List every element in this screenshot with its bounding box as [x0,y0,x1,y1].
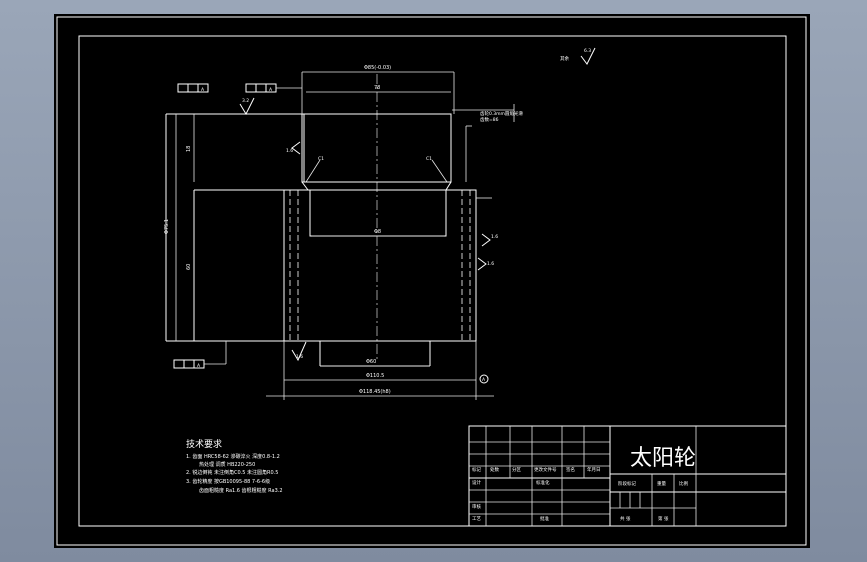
svg-text:1.6: 1.6 [487,261,494,267]
drawing-frame [78,35,787,527]
note-3b: 齿面粗糙度 Ra1.6 齿根粗糙度 Ra3.2 [199,487,283,494]
part-title: 太阳轮 [630,446,696,471]
svg-text:齿数=86: 齿数=86 [480,116,499,123]
svg-text:审核: 审核 [472,503,481,510]
chamfer-right: C1 [426,156,432,162]
sheet-outer-border [56,16,807,546]
note-2: 2. 锐边倒钝 未注倒角C0.5 未注圆角R0.5 [186,469,278,476]
remaining-label: 其余 [560,55,569,62]
svg-text:批准: 批准 [540,515,549,522]
dim-bottom-inner: Φ60 [366,359,376,365]
svg-text:A: A [201,87,205,93]
notes-heading: 技术要求 [186,438,222,450]
part-geometry [165,74,477,367]
svg-text:工艺: 工艺 [472,516,481,522]
note-1b: 热处理 调质 HB220-250 [199,461,255,468]
note-3: 3. 齿轮精度 按GB10095-88 7-6-6级 [186,478,270,485]
svg-text:A: A [197,363,201,369]
svg-text:1.6: 1.6 [491,234,498,240]
svg-text:A: A [482,377,486,383]
svg-text:分区: 分区 [512,466,521,473]
svg-text:1.6: 1.6 [286,148,293,154]
svg-text:更改文件号: 更改文件号 [534,466,557,473]
svg-text:比例: 比例 [679,480,688,487]
svg-text:年月日: 年月日 [587,466,601,473]
svg-text:齿轮0.3mm圆角光滑: 齿轮0.3mm圆角光滑 [480,110,523,117]
title-block: 标记 处数 分区 更改文件号 签名 年月日 设计 标准化 审核 工艺 批准 阶段… [468,425,787,527]
dim-bottom-outer: Φ118.45(h8) [359,389,391,395]
technical-notes: 技术要求 1. 齿面 HRC58-62 渗碳淬火 深度0.8-1.2 热处理 调… [186,438,283,494]
svg-text:处数: 处数 [490,466,499,473]
svg-text:A: A [269,87,273,93]
svg-text:标准化: 标准化 [536,479,550,486]
dim-top-width: Φ85(-0.03) [364,65,391,71]
svg-text:共 张: 共 张 [620,515,631,522]
svg-text:6.3: 6.3 [584,48,591,54]
svg-text:设计: 设计 [472,479,481,486]
svg-text:第 张: 第 张 [658,515,669,522]
svg-text:重量: 重量 [657,480,666,487]
hub-top-block [301,113,452,183]
svg-text:阶段标记: 阶段标记 [618,480,636,487]
gear-body [283,189,477,342]
dim-height-top: 18 [186,146,192,152]
dim-bottom-mid: Φ110.5 [366,373,384,379]
dim-inner-width: 78 [374,85,380,91]
chamfer-left: C1 [318,156,324,162]
note-1: 1. 齿面 HRC58-62 渗碳淬火 深度0.8-1.2 [186,453,280,460]
dimensions: Φ85(-0.03) 78 Φ8 Φ75.1 18 60 Φ60 Φ110.5 … [164,65,494,400]
roughness-symbols: 3.2 1.6 1.6 1.6 1.6 6.3 其余 [239,47,596,362]
drawing-viewport[interactable]: Φ85(-0.03) 78 Φ8 Φ75.1 18 60 Φ60 Φ110.5 … [54,14,810,548]
cad-drawing: Φ85(-0.03) 78 Φ8 Φ75.1 18 60 Φ60 Φ110.5 … [56,16,807,546]
datum-frames: A A A A [173,83,489,384]
gear-callout: 齿轮0.3mm圆角光滑 齿数=86 [452,104,523,199]
dim-height-body: 60 [186,264,192,270]
svg-text:3.2: 3.2 [242,98,249,104]
dim-length-left: Φ75.1 [164,219,170,234]
svg-text:标记: 标记 [472,466,481,473]
svg-text:签名: 签名 [566,466,575,473]
dim-bore: Φ8 [374,229,381,235]
svg-text:1.6: 1.6 [296,354,303,360]
